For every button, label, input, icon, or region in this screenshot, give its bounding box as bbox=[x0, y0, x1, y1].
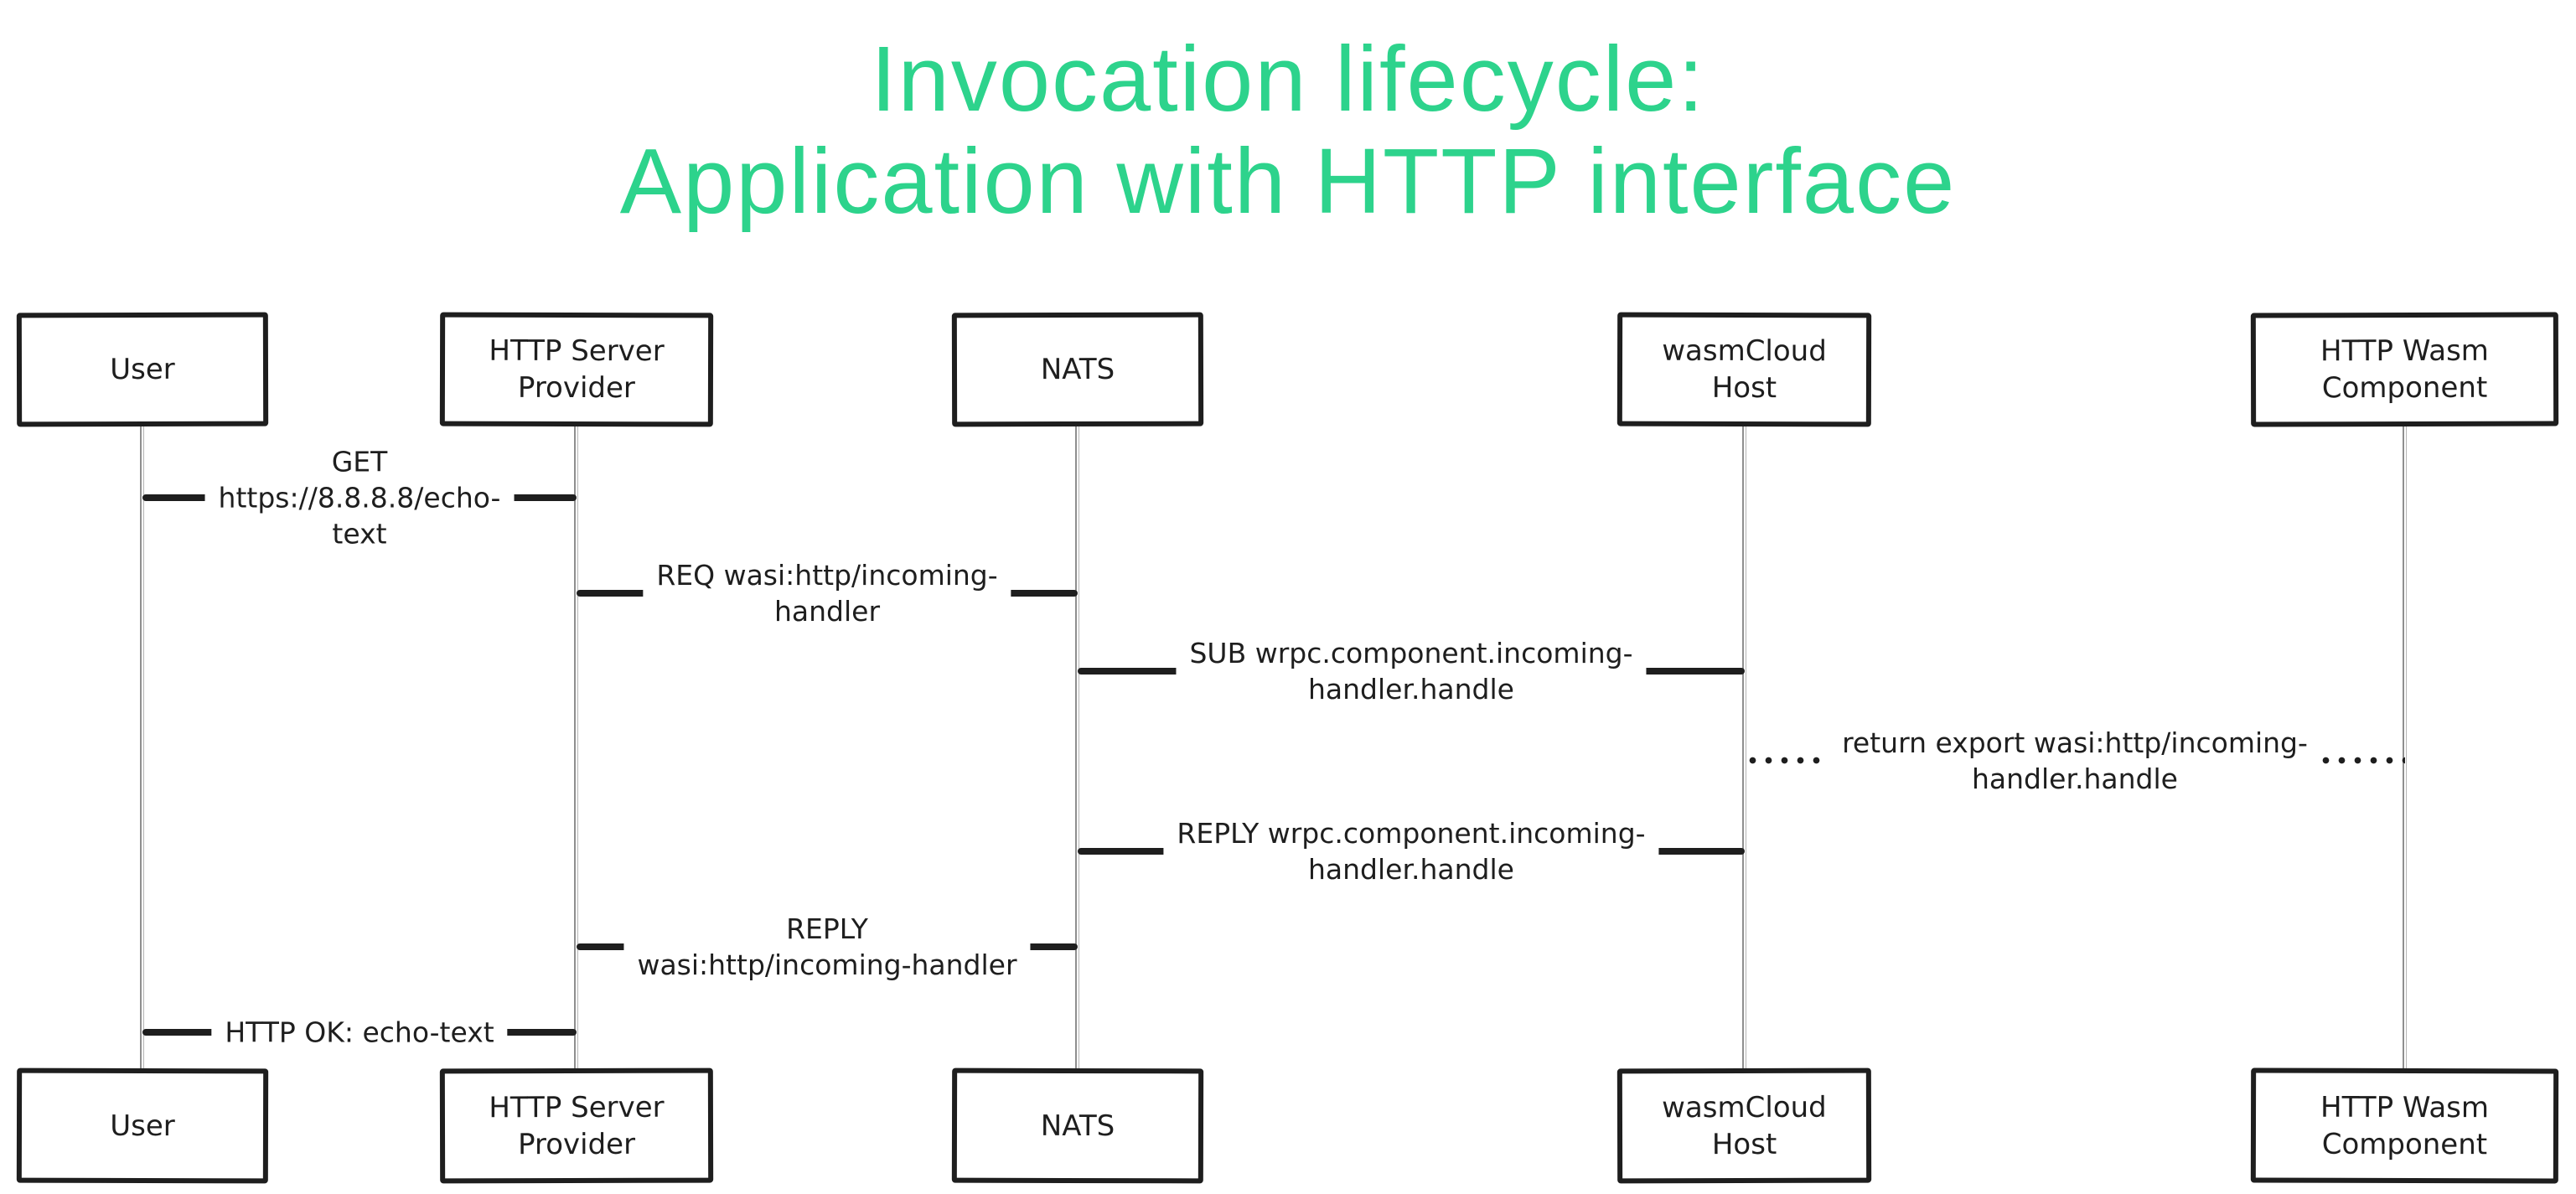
actor-label: NATS bbox=[1040, 352, 1115, 387]
actor-label: NATS bbox=[1040, 1109, 1115, 1143]
actor-label: User bbox=[110, 352, 175, 387]
actor-box-wasmcloud-host-top: wasmCloud Host bbox=[1616, 312, 1872, 427]
message-label: REPLY wrpc.component.incoming- handler.h… bbox=[1163, 814, 1659, 889]
message-label: HTTP OK: echo-text bbox=[211, 1012, 508, 1052]
actor-label: HTTP Wasm Component bbox=[2320, 333, 2489, 406]
message-label: REPLY wasi:http/incoming-handler bbox=[623, 909, 1031, 985]
actor-box-wasmcloud-host-bottom: wasmCloud Host bbox=[1616, 1067, 1872, 1184]
diagram-title-line-2: Application with HTTP interface bbox=[619, 130, 1957, 233]
actor-label: wasmCloud Host bbox=[1662, 333, 1827, 406]
lifeline-nats bbox=[1075, 426, 1079, 1068]
lifeline-user bbox=[140, 426, 144, 1068]
actor-box-nats-top: NATS bbox=[951, 312, 1204, 427]
actor-box-nats-bottom: NATS bbox=[951, 1067, 1204, 1184]
actor-box-http-wasm-component-top: HTTP Wasm Component bbox=[2250, 312, 2559, 427]
lifeline-http-server-provider bbox=[574, 426, 578, 1068]
actor-label: wasmCloud Host bbox=[1662, 1090, 1827, 1161]
actor-label: User bbox=[110, 1109, 175, 1143]
actor-label: HTTP Wasm Component bbox=[2320, 1090, 2490, 1161]
message-label: GET https://8.8.8.8/echo- text bbox=[204, 442, 515, 554]
actor-box-user-top: User bbox=[16, 312, 269, 427]
message-label: REQ wasi:http/incoming- handler bbox=[643, 556, 1011, 631]
actor-box-user-bottom: User bbox=[16, 1067, 269, 1184]
actor-label: HTTP Server Provider bbox=[489, 1090, 665, 1161]
diagram-title-line-1: Invocation lifecycle: bbox=[871, 28, 1705, 131]
message-label: return export wasi:http/incoming- handle… bbox=[1829, 723, 2321, 799]
actor-box-http-wasm-component-bottom: HTTP Wasm Component bbox=[2250, 1067, 2559, 1184]
diagram-title: Invocation lifecycle: Application with H… bbox=[0, 28, 2576, 233]
lifeline-http-wasm-component bbox=[2403, 426, 2407, 1068]
actor-label: HTTP Server Provider bbox=[489, 333, 665, 406]
actor-box-http-server-provider-bottom: HTTP Server Provider bbox=[439, 1067, 714, 1184]
actor-box-http-server-provider-top: HTTP Server Provider bbox=[439, 312, 714, 427]
lifeline-wasmcloud-host bbox=[1742, 426, 1746, 1068]
message-label: SUB wrpc.component.incoming- handler.han… bbox=[1176, 633, 1647, 709]
